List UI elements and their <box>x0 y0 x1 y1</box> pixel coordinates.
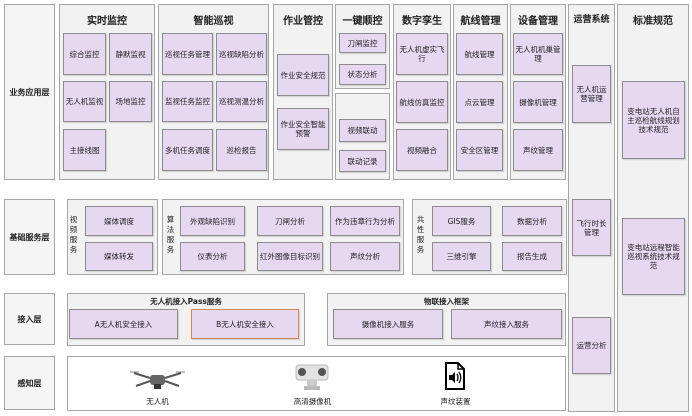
box-item[interactable]: 联动记录 <box>339 150 386 172</box>
box-item[interactable]: 视频联动 <box>339 119 386 142</box>
box-item[interactable]: 飞行时长管理 <box>572 199 611 256</box>
box-item[interactable]: GIS服务 <box>432 206 491 236</box>
camera-icon <box>295 364 329 390</box>
box-item[interactable]: 多机任务调度 <box>162 129 213 171</box>
box-item[interactable]: 巡视缺陷分析 <box>216 33 267 75</box>
group-title: 航线管理 <box>460 16 501 27</box>
box-item[interactable]: 安全区管理 <box>456 129 503 171</box>
box-item[interactable]: 无人机运营管理 <box>572 65 611 123</box>
box-item[interactable]: 声纹管理 <box>513 129 563 171</box>
drone-icon <box>130 371 185 389</box>
group-title: 智能巡视 <box>193 16 234 27</box>
box-item[interactable]: 外观缺陷识别 <box>180 206 245 236</box>
layer-access: 接入层 <box>4 293 55 345</box>
group-title: 视频服务 <box>69 215 78 254</box>
box-item[interactable]: 运营分析 <box>572 317 611 374</box>
layer-business: 业务应用层 <box>4 4 55 180</box>
perception-label: 声纹装置 <box>440 397 471 406</box>
box-item[interactable]: A无人机安全接入 <box>69 309 178 339</box>
group-title: 无人机接入Pass服务 <box>150 297 222 306</box>
box-item[interactable]: 刀闸分析 <box>257 206 323 236</box>
group-title: 一键顺控 <box>342 16 383 27</box>
box-item[interactable]: 作业安全智能预警 <box>277 108 329 150</box>
perception-label: 无人机 <box>146 397 169 406</box>
box-item[interactable]: 巡视任务管理 <box>162 33 213 75</box>
group-title: 数字孪生 <box>402 16 442 27</box>
box-item[interactable]: 媒体转发 <box>85 242 153 271</box>
box-item[interactable]: 主接线图 <box>63 129 106 171</box>
group-title: 实时监控 <box>87 16 127 27</box>
group-title: 设备管理 <box>518 16 558 27</box>
box-item[interactable]: 作为违章行为分析 <box>330 206 400 236</box>
audio-file-icon <box>445 362 465 390</box>
box-item[interactable]: 作业安全规范 <box>277 54 329 96</box>
box-item[interactable]: 无人机机巢管理 <box>513 33 563 75</box>
box-item[interactable]: 静默监视 <box>109 33 152 75</box>
box-item[interactable]: 报告生成 <box>502 242 562 271</box>
box-item[interactable]: 数据分析 <box>502 206 562 236</box>
group-title: 运营系统 <box>573 15 610 25</box>
box-item[interactable]: 三维引擎 <box>432 242 491 271</box>
box-item[interactable]: B无人机安全接入 <box>191 309 299 339</box>
box-item[interactable]: 无人机虚实飞行 <box>396 33 448 75</box>
box-item[interactable]: 视频融合 <box>396 129 448 171</box>
layer-perception: 感知层 <box>4 356 55 410</box>
box-item[interactable]: 综合监控 <box>63 33 106 75</box>
group-title: 共性服务 <box>416 215 425 254</box>
group-std <box>617 4 689 412</box>
box-item[interactable]: 刀闸监控 <box>339 33 386 53</box>
box-item[interactable]: 航线管理 <box>456 33 503 75</box>
perception-label: 高清摄像机 <box>293 397 332 406</box>
group-title: 标准规范 <box>633 16 673 27</box>
box-item[interactable]: 监视任务监控 <box>162 81 213 122</box>
box-item[interactable]: 点云管理 <box>456 81 503 123</box>
box-item[interactable]: 无人机监视 <box>63 81 106 122</box>
group-title: 物联接入框架 <box>424 297 469 306</box>
box-item[interactable]: 状态分析 <box>339 64 386 85</box>
box-item[interactable]: 红外图像目标识别 <box>257 242 323 271</box>
box-item[interactable]: 变电站无人机自主巡检航线规划技术规范 <box>622 81 685 159</box>
box-item[interactable]: 变电站远程智能巡视系统技术规范 <box>622 218 685 295</box>
box-item[interactable]: 巡视测温分析 <box>216 81 267 122</box>
box-item[interactable]: 场地监控 <box>109 81 152 122</box>
box-item[interactable]: 摄像机接入服务 <box>333 309 443 339</box>
group-title: 算法服务 <box>166 215 175 254</box>
box-item[interactable]: 声纹接入服务 <box>451 309 562 339</box>
box-item[interactable]: 媒体调度 <box>85 206 153 236</box>
box-item[interactable]: 巡检报告 <box>216 129 267 171</box>
box-item[interactable]: 摄像机管理 <box>513 81 563 123</box>
box-item[interactable]: 航线仿真监控 <box>396 81 448 123</box>
box-item[interactable]: 声纹分析 <box>330 242 400 271</box>
layer-base: 基础服务层 <box>4 199 55 275</box>
box-item[interactable]: 仪表分析 <box>180 242 245 271</box>
group-title: 作业管控 <box>283 16 323 27</box>
